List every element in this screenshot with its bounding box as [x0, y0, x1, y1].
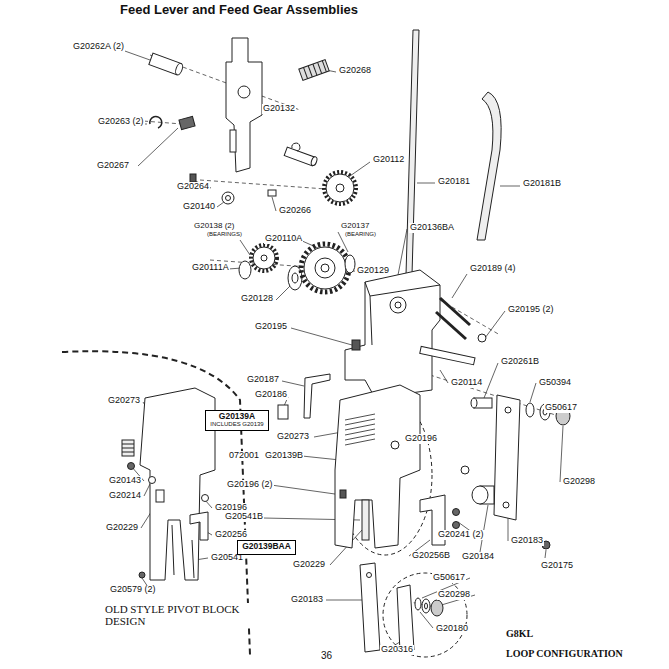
callout-number: 072001 [228, 451, 260, 461]
callout-number: G20139B [264, 451, 304, 461]
callout-number: G20175 [540, 561, 574, 571]
note-text: LOOP CONFIGURATION [505, 648, 624, 659]
callout-number: G20263 (2) [97, 117, 145, 127]
callout-number: G20184 [461, 552, 495, 562]
callout-number: G20298 [437, 590, 471, 600]
callout-number: G20114 [450, 378, 483, 388]
callout-number: G20112 [372, 155, 405, 165]
callout-number: G20128 [240, 294, 274, 304]
callout-number: G20261B [500, 357, 540, 367]
callout-number: G20181 [437, 177, 471, 187]
kit-number: G20139A [209, 412, 265, 421]
callout-number: G20110A [264, 234, 303, 244]
callout-number: G50617 [544, 403, 578, 413]
callout-number: G20138 (2) [193, 222, 235, 231]
callout-number: G20541B [224, 512, 264, 522]
callout-number: G20181B [522, 179, 562, 189]
callout-number: G20241 (2) [437, 530, 485, 540]
callout-number: G20196 (2) [226, 480, 274, 490]
callout-number: G20189 (4) [469, 264, 517, 274]
callout-number: G20579 (2) [109, 585, 157, 595]
part-kit-box: G20139BAA [237, 540, 296, 555]
callout-number: G20298 [562, 477, 596, 487]
callout-number: (BEARING) [344, 231, 377, 238]
callout-number: G20267 [96, 161, 130, 171]
callout-number: G20264 [176, 182, 210, 192]
callout-number: G20187 [246, 375, 280, 385]
callout-number: (BEARINGS) [206, 231, 243, 238]
callout-number: G20132 [262, 104, 296, 114]
callout-number: 36 [320, 650, 333, 661]
callout-number: G20229 [105, 523, 139, 533]
callout-number: G20268 [338, 66, 372, 76]
callout-number: G20111A [191, 263, 230, 273]
callout-number: G50617 [432, 573, 466, 583]
callout-number: G20186 [254, 390, 288, 400]
callout-number: G20137 [340, 222, 370, 231]
note-text: G8KL [505, 628, 534, 639]
part-kit-box: G20139AINCLUDES G20139 [205, 410, 269, 431]
callout-number: G20195 [254, 322, 288, 332]
callout-number: G20136BA [409, 223, 455, 233]
callout-number: G20195 (2) [507, 305, 555, 315]
callout-number: G20214 [108, 491, 142, 501]
callout-number: G50394 [538, 378, 572, 388]
callout-number: G20140 [182, 202, 216, 212]
callout-number: G20273 [276, 432, 310, 442]
callout-number: G20266 [278, 206, 312, 216]
callout-number: G20183 [290, 595, 324, 605]
callout-number: G20273 [107, 396, 141, 406]
kit-note: INCLUDES G20139 [209, 421, 265, 428]
callout-number: G20262A (2) [72, 42, 125, 52]
callout-number: G20180 [435, 624, 469, 634]
callout-number: G20129 [356, 266, 390, 276]
callout-number: G20316 [380, 645, 414, 655]
callout-number: G20183 [510, 536, 544, 546]
kit-number: G20139BAA [241, 542, 292, 551]
page-title: Feed Lever and Feed Gear Assemblies [120, 2, 358, 17]
callout-number: G20196 [404, 434, 438, 444]
callout-number: G20256B [411, 551, 451, 561]
note-text: OLD STYLE PIVOT BLOCK DESIGN [104, 603, 271, 627]
callout-number: G20256 [214, 530, 248, 540]
callout-number: G20143 [108, 476, 142, 486]
callout-number: G20229 [292, 560, 326, 570]
